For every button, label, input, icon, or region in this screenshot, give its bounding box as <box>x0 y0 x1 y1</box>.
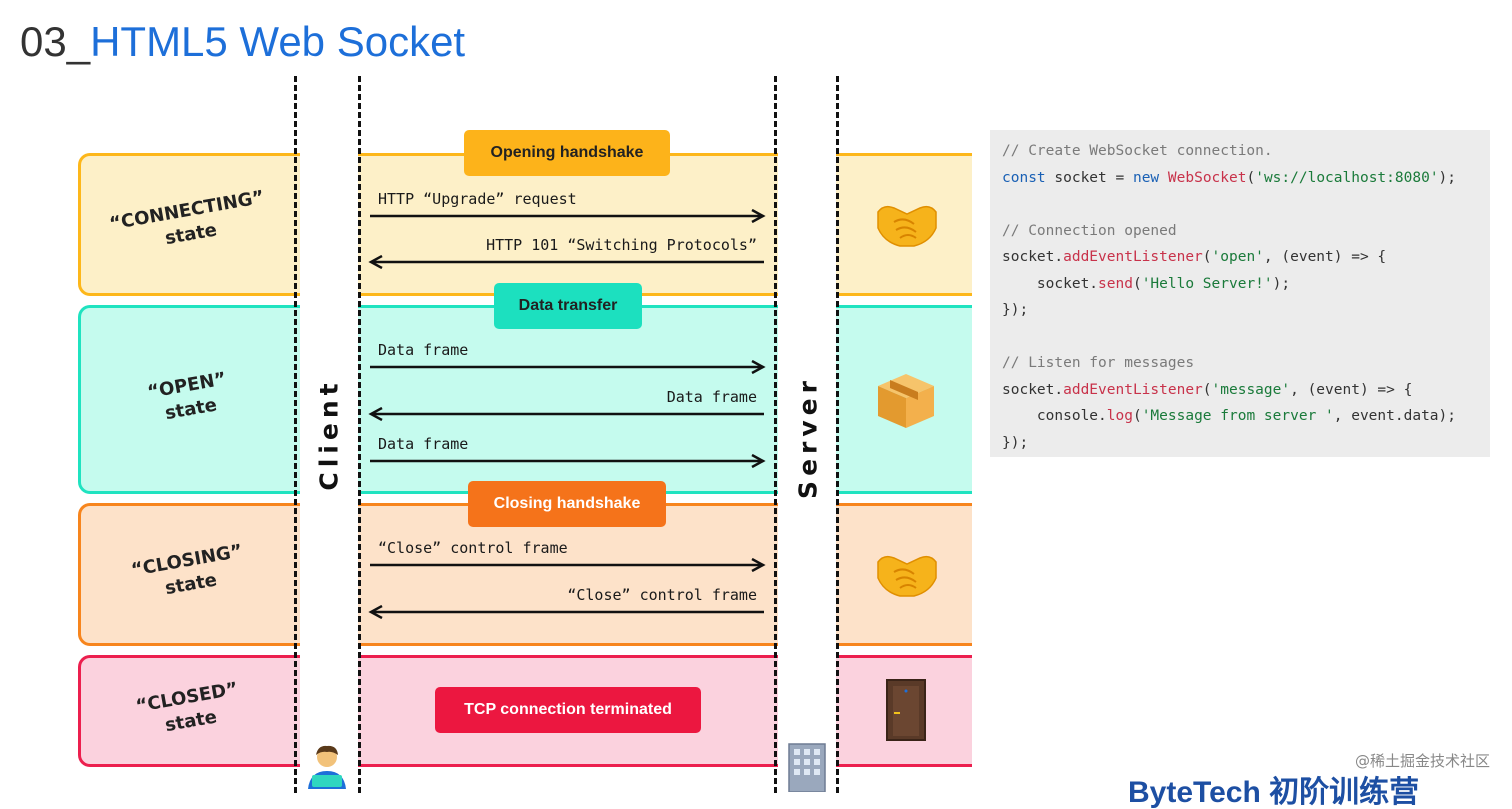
arrow-right-close-1 <box>370 558 766 572</box>
package-icon <box>878 374 934 428</box>
msg-close-frame-1: “Close” control frame <box>378 539 568 557</box>
closing-handshake-badge: Closing handshake <box>468 481 666 527</box>
watermark: @稀土掘金技术社区 <box>1354 752 1490 770</box>
connecting-band-middle <box>358 153 778 296</box>
title-number: 03_ <box>20 18 91 65</box>
arrow-right-data-1 <box>370 360 766 374</box>
handshake-icon <box>877 555 937 597</box>
title-text: HTML5 Web Socket <box>90 18 466 65</box>
arrow-left-data-2 <box>368 407 764 421</box>
closing-band-left <box>78 503 300 646</box>
arrow-left-switching <box>368 255 764 269</box>
data-transfer-badge: Data transfer <box>494 283 642 329</box>
closing-band-right <box>836 503 972 646</box>
connecting-band-left <box>78 153 300 296</box>
arrow-right-data-3 <box>370 454 766 468</box>
person-at-computer-icon <box>308 745 346 789</box>
server-lane-label: Server <box>793 376 823 499</box>
code-snippet-panel: // Create WebSocket connection. const so… <box>990 130 1490 457</box>
msg-data-frame-3: Data frame <box>378 435 469 453</box>
server-lifeline-right <box>836 76 839 793</box>
closed-band-left <box>78 655 300 767</box>
door-icon <box>886 679 926 741</box>
handshake-icon <box>877 205 937 247</box>
closing-band-middle <box>358 503 778 646</box>
arrow-left-close-2 <box>368 605 764 619</box>
footer-logo-text: ByteTech 初阶训练营 <box>1128 776 1420 809</box>
client-lifeline-left <box>294 76 297 793</box>
client-lifeline-right <box>358 76 361 793</box>
server-lifeline-left <box>774 76 777 793</box>
tcp-terminated-badge: TCP connection terminated <box>435 687 701 733</box>
msg-close-frame-2: “Close” control frame <box>567 586 757 604</box>
msg-data-frame-1: Data frame <box>378 341 469 359</box>
open-band-middle <box>358 305 778 494</box>
msg-upgrade-request: HTTP “Upgrade” request <box>378 190 577 208</box>
msg-switching-protocols: HTTP 101 “Switching Protocols” <box>486 236 757 254</box>
opening-handshake-badge: Opening handshake <box>464 130 670 176</box>
client-lane-label: Client <box>314 378 344 491</box>
msg-data-frame-2: Data frame <box>666 388 757 406</box>
arrow-right-upgrade <box>370 209 766 223</box>
page-title: 03_HTML5 Web Socket <box>20 14 465 70</box>
open-band-left <box>78 305 300 494</box>
office-building-icon <box>788 743 826 792</box>
